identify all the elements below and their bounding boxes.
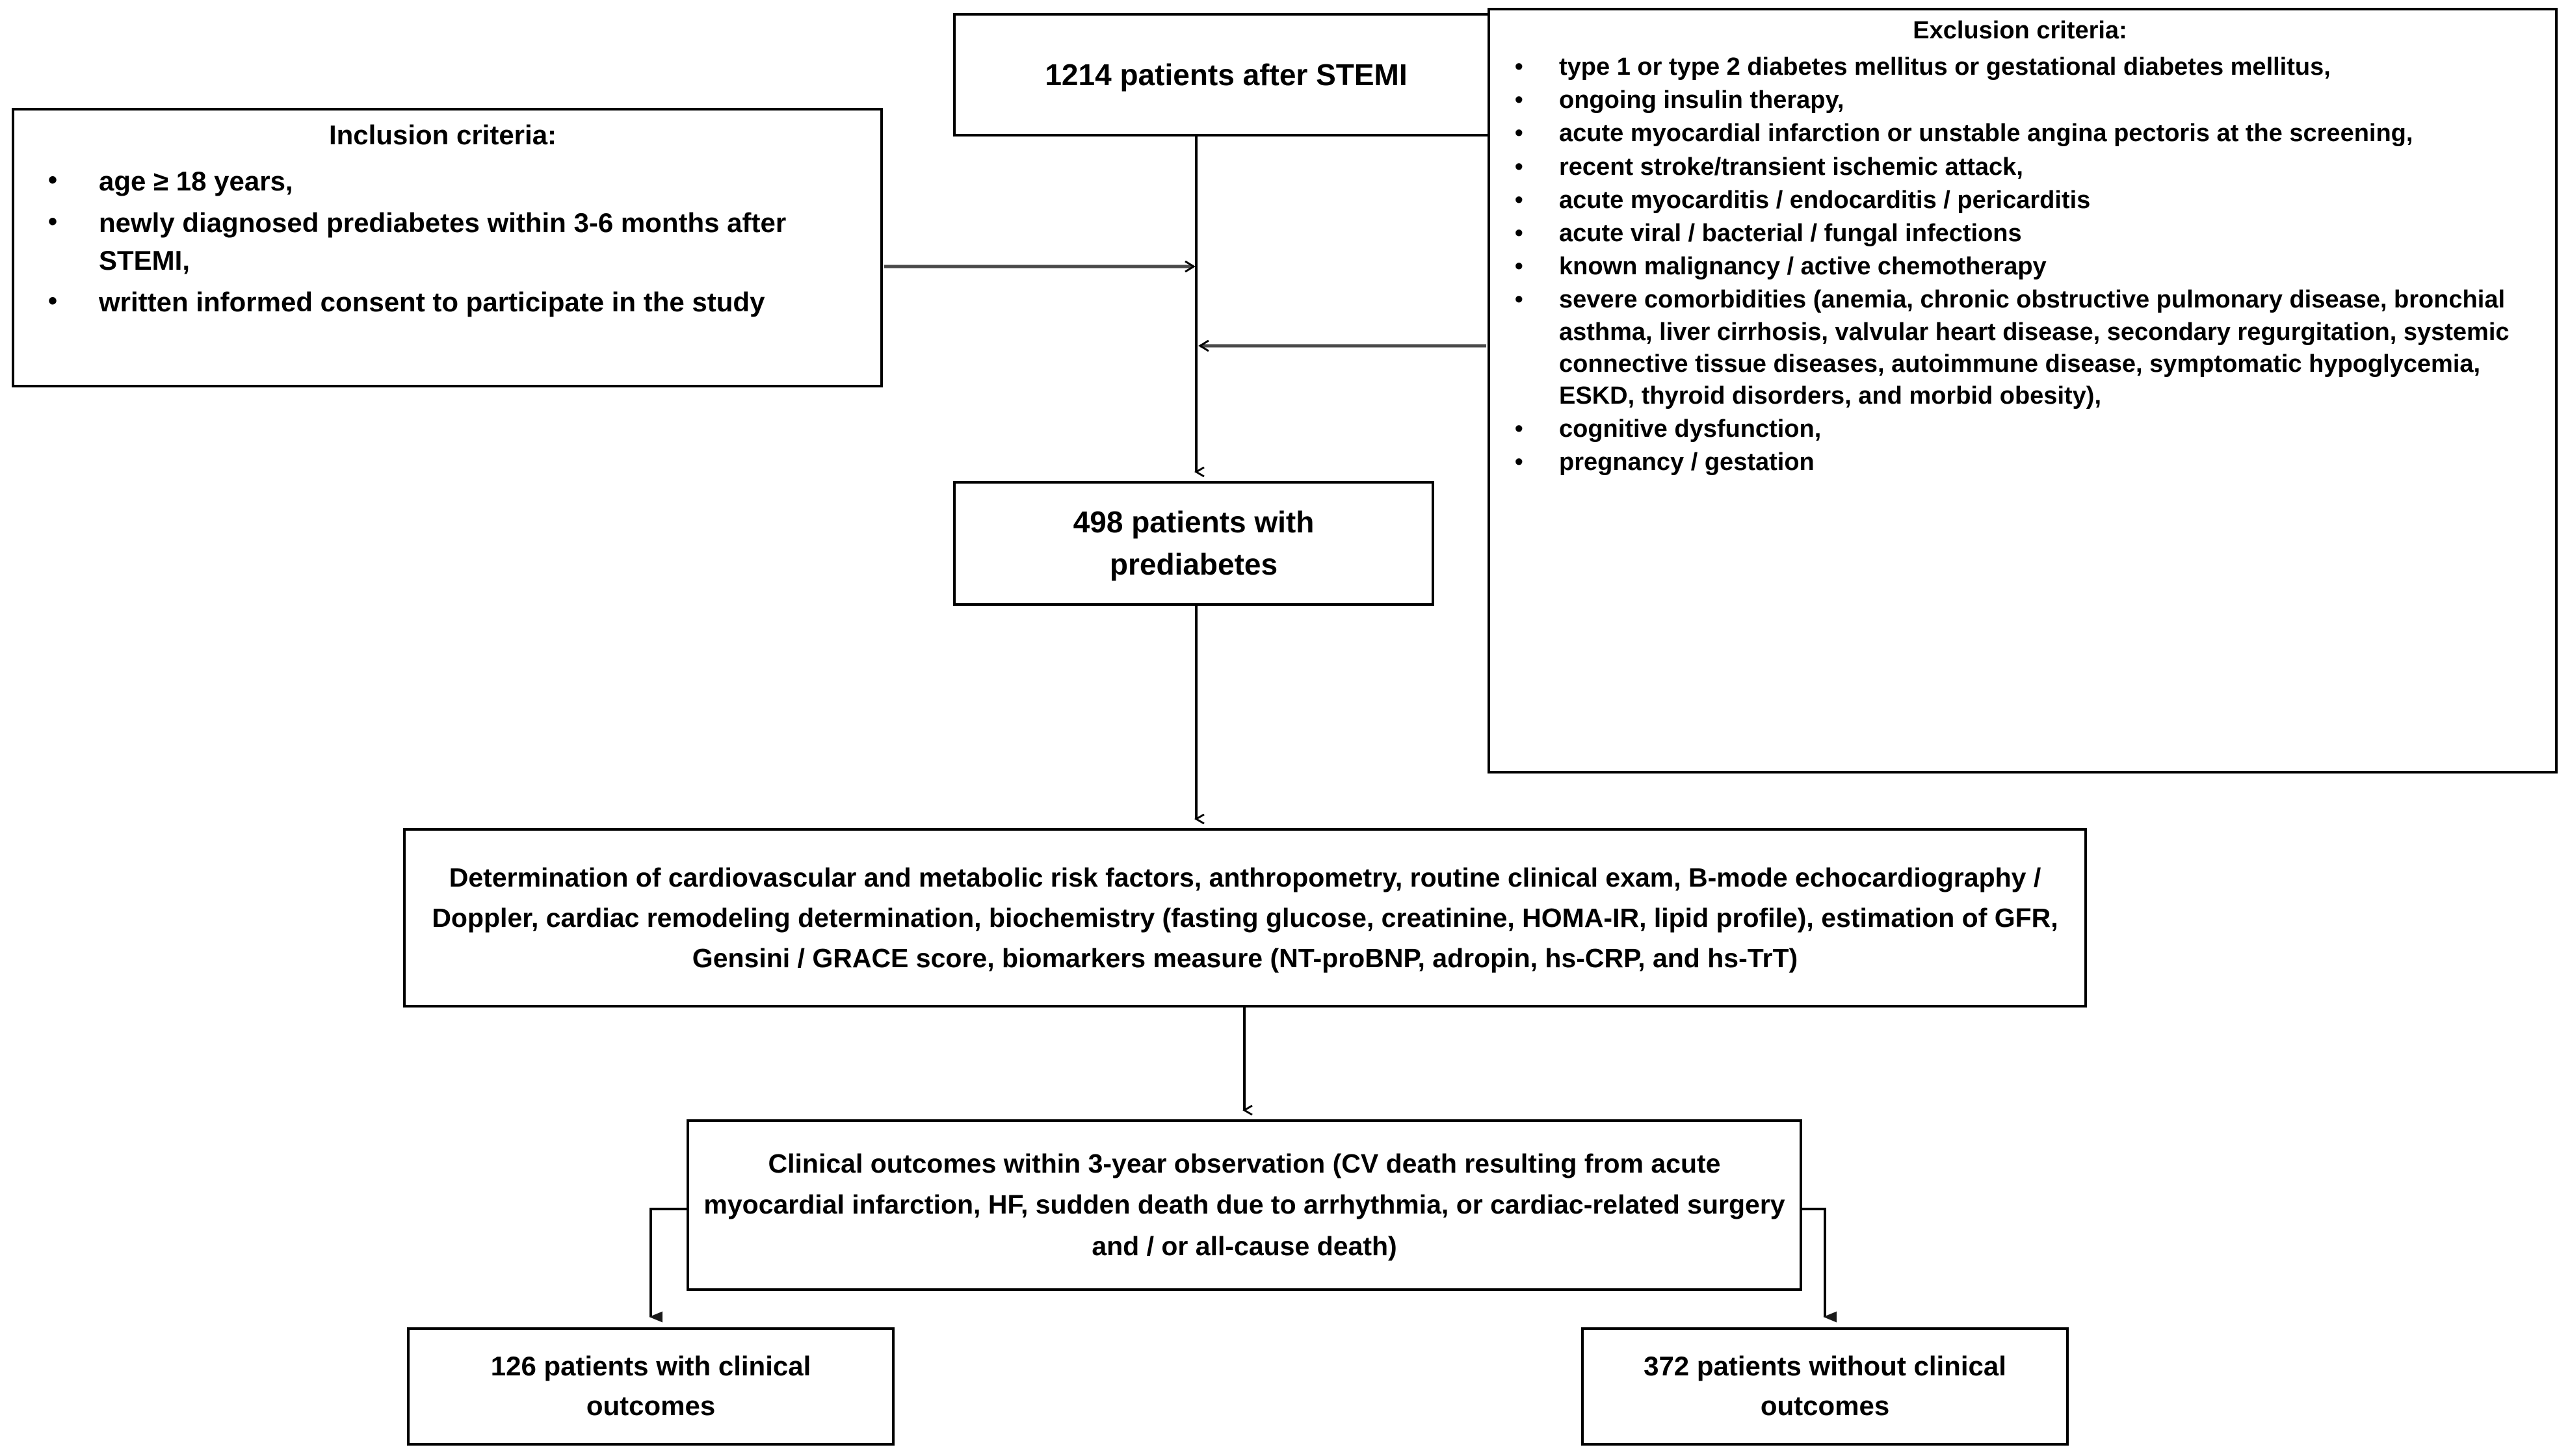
- inclusion-list: age ≥ 18 years, newly diagnosed prediabe…: [27, 162, 858, 325]
- exclusion-item: acute myocardial infarction or unstable …: [1499, 118, 2541, 150]
- outcomes-label: Clinical outcomes within 3-year observat…: [703, 1148, 1785, 1261]
- prediabetes-line-1: 498 patients with: [1073, 504, 1315, 539]
- with-outcomes-line-1: 126 patients with clinical: [490, 1351, 811, 1382]
- node-cohort-label: 1214 patients after STEMI: [1045, 58, 1408, 92]
- exclusion-item: recent stroke/transient ischemic attack,: [1499, 151, 2541, 183]
- exclusion-item: ongoing insulin therapy,: [1499, 84, 2541, 116]
- node-inclusion-criteria: Inclusion criteria: age ≥ 18 years, newl…: [12, 108, 883, 387]
- prediabetes-line-2: prediabetes: [1109, 547, 1278, 581]
- node-patients-without-outcomes: 372 patients without clinical outcomes: [1581, 1327, 2069, 1446]
- exclusion-item: acute viral / bacterial / fungal infecti…: [1499, 218, 2541, 250]
- without-outcomes-line-1: 372 patients without clinical: [1644, 1351, 2006, 1382]
- edge-outcomes-to-with: [649, 1208, 687, 1323]
- inclusion-item: age ≥ 18 years,: [27, 162, 858, 200]
- with-outcomes-line-2: outcomes: [586, 1390, 716, 1421]
- inclusion-item: written informed consent to participate …: [27, 283, 858, 321]
- exclusion-item: known malignancy / active chemotherapy: [1499, 251, 2541, 283]
- exclusion-title: Exclusion criteria:: [1913, 17, 2127, 44]
- exclusion-item: severe comorbidities (anemia, chronic ob…: [1499, 284, 2541, 412]
- exclusion-list: type 1 or type 2 diabetes mellitus or ge…: [1499, 51, 2541, 480]
- node-prediabetes-cohort: 498 patients with prediabetes: [953, 481, 1434, 606]
- without-outcomes-line-2: outcomes: [1760, 1390, 1890, 1421]
- node-clinical-outcomes-definition: Clinical outcomes within 3-year observat…: [687, 1119, 1802, 1291]
- node-cohort-after-stemi: 1214 patients after STEMI: [953, 13, 1499, 136]
- exclusion-item: pregnancy / gestation: [1499, 447, 2541, 478]
- node-determination-assessments: Determination of cardiovascular and meta…: [403, 828, 2087, 1008]
- inclusion-item: newly diagnosed prediabetes within 3-6 m…: [27, 204, 858, 280]
- determination-label: Determination of cardiovascular and meta…: [432, 862, 2058, 974]
- exclusion-item: acute myocarditis / endocarditis / peric…: [1499, 185, 2541, 216]
- node-exclusion-criteria: Exclusion criteria: type 1 or type 2 dia…: [1488, 8, 2558, 774]
- exclusion-item: type 1 or type 2 diabetes mellitus or ge…: [1499, 51, 2541, 83]
- inclusion-title: Inclusion criteria:: [328, 120, 557, 150]
- node-patients-with-outcomes: 126 patients with clinical outcomes: [407, 1327, 895, 1446]
- exclusion-item: cognitive dysfunction,: [1499, 413, 2541, 445]
- edge-outcomes-to-without: [1802, 1208, 1837, 1323]
